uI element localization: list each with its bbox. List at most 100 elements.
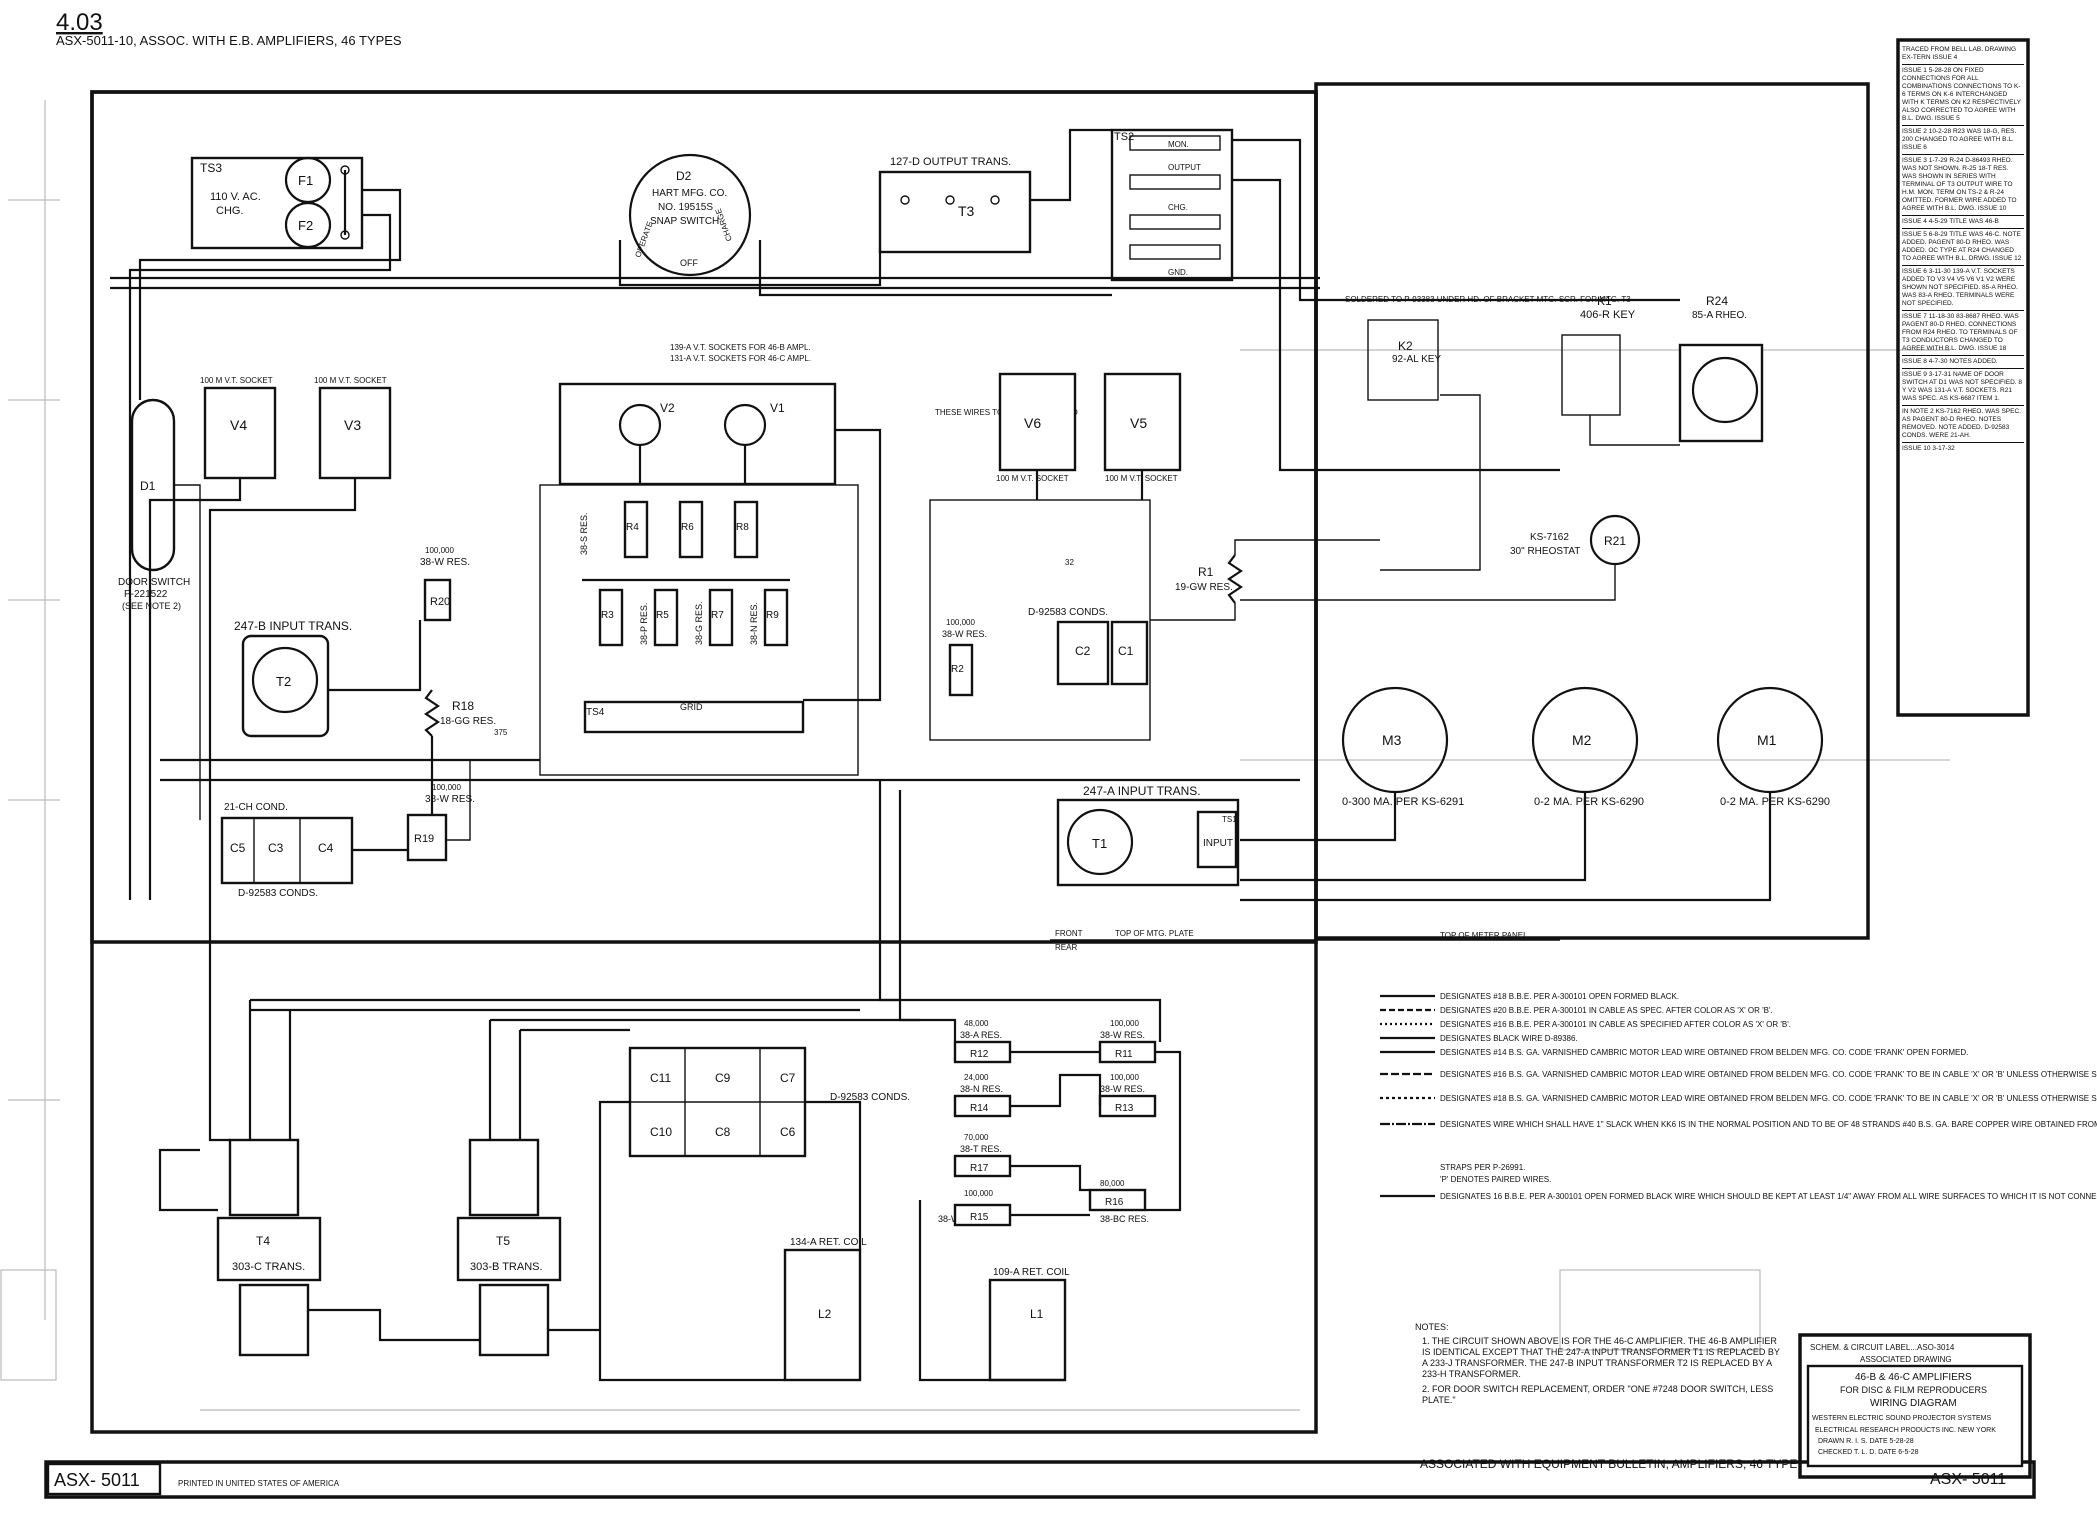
svg-text:DESIGNATES #20 B.B.E. PER A-30: DESIGNATES #20 B.B.E. PER A-300101 IN CA…: [1440, 1006, 1773, 1015]
svg-text:INPUT: INPUT: [1203, 838, 1233, 849]
svg-text:303-B TRANS.: 303-B TRANS.: [470, 1261, 543, 1273]
svg-text:WESTERN ELECTRIC SOUND PROJECT: WESTERN ELECTRIC SOUND PROJECTOR SYSTEMS: [1812, 1415, 1992, 1422]
svg-text:KS-7162: KS-7162: [1530, 532, 1569, 543]
bottom-condenser-block: C11 C9 C7 C10 C8 C6 D-92583 CONDS.: [628, 1046, 910, 1158]
svg-text:134-A RET. COIL: 134-A RET. COIL: [790, 1237, 867, 1248]
svg-text:100 M V.T. SOCKET: 100 M V.T. SOCKET: [200, 376, 273, 385]
svg-text:R8: R8: [736, 522, 749, 533]
svg-text:C8: C8: [715, 1125, 731, 1139]
svg-text:38-T RES.: 38-T RES.: [960, 1144, 1002, 1154]
t3-output-transformer: 127-D OUTPUT TRANS. T3: [878, 156, 1032, 254]
svg-text:TS1: TS1: [1222, 815, 1237, 824]
svg-text:STRAPS PER P-26991.: STRAPS PER P-26991.: [1440, 1163, 1525, 1172]
svg-text:T1: T1: [1092, 836, 1107, 851]
svg-text:80,000: 80,000: [1100, 1179, 1125, 1188]
r24-rheostat: R24 85-A RHEO.: [1678, 294, 1764, 443]
svg-text:ELECTRICAL RESEARCH PRODUCTS I: ELECTRICAL RESEARCH PRODUCTS INC. NEW YO…: [1815, 1427, 1996, 1434]
vt-socket-note-1: 139-A V.T. SOCKETS FOR 46-B AMPL.: [670, 343, 811, 352]
svg-text:M1: M1: [1757, 732, 1777, 748]
svg-text:38-A RES.: 38-A RES.: [960, 1030, 1002, 1040]
svg-text:V2: V2: [660, 401, 675, 415]
svg-text:38-W RES.: 38-W RES.: [1100, 1084, 1145, 1094]
svg-text:MON.: MON.: [1168, 140, 1189, 149]
svg-text:P-221522: P-221522: [124, 589, 168, 600]
svg-text:38-BC RES.: 38-BC RES.: [1100, 1214, 1149, 1224]
revision-entry: IN NOTE 2 KS-7162 RHEO. WAS SPEC. AS PAG…: [1902, 406, 2024, 443]
t5-transformer: T5 303-B TRANS.: [456, 1138, 562, 1357]
meter-m3: M3 0-300 MA. PER KS-6291: [1341, 686, 1464, 808]
svg-text:GRID: GRID: [680, 702, 703, 712]
svg-text:V4: V4: [230, 417, 247, 433]
svg-text:DESIGNATES 16 B.B.E. PER A-300: DESIGNATES 16 B.B.E. PER A-300101 OPEN F…: [1440, 1192, 2097, 1201]
ts2-terminal-strip: TS2 MON. OUTPUT CHG. GND.: [1110, 128, 1234, 282]
revision-entry: ISSUE 10 3-17-32: [1902, 445, 1955, 452]
svg-text:C7: C7: [780, 1071, 796, 1085]
svg-text:C4: C4: [318, 841, 334, 855]
svg-text:R12: R12: [970, 1049, 989, 1060]
svg-text:GND.: GND.: [1168, 268, 1188, 277]
svg-text:V1: V1: [770, 401, 785, 415]
l2-retard-coil: 134-A RET. COIL L2: [783, 1237, 867, 1382]
svg-text:DESIGNATES #14 B.S. GA. VARNIS: DESIGNATES #14 B.S. GA. VARNISHED CAMBRI…: [1440, 1048, 1968, 1057]
v3-socket: 100 M V.T. SOCKET V3: [314, 376, 392, 480]
svg-text:R4: R4: [626, 522, 639, 533]
svg-text:R19: R19: [414, 833, 434, 845]
svg-text:R11: R11: [1115, 1049, 1133, 1060]
svg-text:R13: R13: [1115, 1103, 1134, 1114]
svg-text:L1: L1: [1030, 1307, 1044, 1321]
svg-text:DESIGNATES #18 B.S. GA. VARNIS: DESIGNATES #18 B.S. GA. VARNISHED CAMBRI…: [1440, 1094, 2097, 1103]
svg-text:V3: V3: [344, 417, 361, 433]
svg-text:38-W RES.: 38-W RES.: [942, 629, 987, 639]
svg-text:92-AL KEY: 92-AL KEY: [1392, 354, 1441, 365]
svg-text:100,000: 100,000: [1110, 1019, 1139, 1028]
revision-list: TRACED FROM BELL LAB. DRAWING EX-TERN IS…: [1902, 44, 2024, 712]
svg-text:R5: R5: [656, 610, 669, 621]
svg-text:247-B INPUT TRANS.: 247-B INPUT TRANS.: [234, 619, 352, 633]
r19-resistor: 100,000 38-W RES. R19: [406, 783, 475, 862]
svg-text:FOR DISC & FILM REPRODUCERS: FOR DISC & FILM REPRODUCERS: [1840, 1385, 1987, 1395]
svg-text:M2: M2: [1572, 732, 1592, 748]
svg-text:38-N RES.: 38-N RES.: [960, 1084, 1003, 1094]
page-number: 4.03: [56, 9, 103, 36]
svg-text:100,000: 100,000: [946, 618, 975, 627]
v6-v5-socket-block: THESE WIRES TO BE OPEN FORMED V6 100 M V…: [935, 372, 1182, 483]
svg-text:100,000: 100,000: [964, 1189, 993, 1198]
svg-text:38-G RES.: 38-G RES.: [694, 601, 704, 645]
svg-text:38-N RES.: 38-N RES.: [749, 602, 759, 645]
fuse-f2: [284, 201, 332, 249]
revision-entry: ISSUE 8 4-7-30 NOTES ADDED.: [1902, 356, 2024, 369]
svg-text:DOOR SWITCH: DOOR SWITCH: [118, 577, 190, 588]
svg-text:19-GW RES.: 19-GW RES.: [1175, 582, 1233, 593]
svg-text:100,000: 100,000: [1110, 1073, 1139, 1082]
wire-legend: DESIGNATES #18 B.B.E. PER A-300101 OPEN …: [1380, 992, 2097, 1201]
svg-text:110 V. AC.: 110 V. AC.: [210, 191, 261, 203]
svg-text:CHG.: CHG.: [1168, 203, 1188, 212]
svg-text:C2: C2: [1075, 644, 1091, 658]
svg-text:R15: R15: [970, 1212, 989, 1223]
revision-entry: TRACED FROM BELL LAB. DRAWING EX-TERN IS…: [1902, 44, 2024, 65]
vt-socket-note-2: 131-A V.T. SOCKETS FOR 46-C AMPL.: [670, 354, 811, 363]
svg-text:38-W RES.: 38-W RES.: [420, 557, 470, 568]
meter-m1: M1 0-2 MA. PER KS-6290: [1716, 686, 1830, 808]
top-mtg-plate: TOP OF MTG. PLATE: [1115, 929, 1194, 938]
svg-text:R24: R24: [1706, 294, 1728, 308]
svg-text:375: 375: [494, 728, 508, 737]
svg-text:R21: R21: [1604, 534, 1626, 548]
drawing-number-box-left: [46, 1462, 162, 1496]
top-meter-panel: TOP OF METER PANEL: [1440, 931, 1528, 940]
svg-text:K2: K2: [1398, 339, 1413, 353]
t1-input-transformer: 247-A INPUT TRANS. T1 TS1 INPUT: [1056, 784, 1240, 887]
l1-retard-coil: 109-A RET. COIL L1: [988, 1267, 1070, 1382]
printed-note: PRINTED IN UNITED STATES OF AMERICA: [178, 1479, 340, 1488]
svg-text:T3: T3: [958, 203, 975, 219]
revision-entry: ISSUE 5 6-8-29 TITLE WAS 46-C. NOTE ADDE…: [1902, 229, 2024, 266]
svg-text:D1: D1: [140, 479, 156, 493]
svg-text:CHG.: CHG.: [216, 205, 244, 217]
svg-text:R14: R14: [970, 1103, 989, 1114]
bottom-resistor-bank: 48,000 38-A RES. R12 100,000 38-W RES. R…: [938, 1019, 1157, 1227]
svg-text:DESIGNATES #18 B.B.E. PER A-30: DESIGNATES #18 B.B.E. PER A-300101 OPEN …: [1440, 992, 1679, 1001]
svg-text:V6: V6: [1024, 415, 1041, 431]
resistor-bank: R4 R6 R8 R3 R5 R7 R9 38-S RES. 38-P RES.…: [539, 484, 859, 776]
